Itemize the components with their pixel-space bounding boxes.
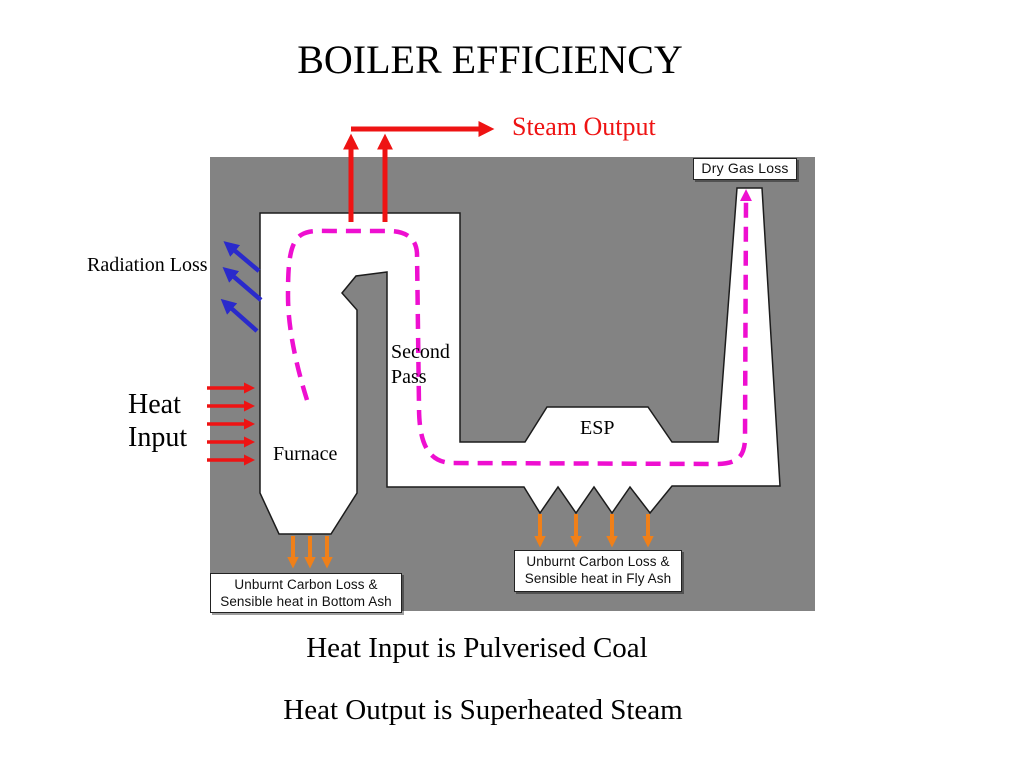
radiation-loss-label: Radiation Loss [87, 254, 208, 276]
second-pass-label-line2: Pass [391, 366, 427, 388]
second-pass-label-line1: Second [391, 341, 450, 363]
flue-gas-dashed-path [285, 189, 753, 467]
footer-heat-output-text: Heat Output is Superheated Steam [283, 694, 683, 726]
fly-ash-loss-line1: Unburnt Carbon Loss & [526, 554, 670, 569]
steam-output-arrows [342, 120, 495, 222]
slide-title: BOILER EFFICIENCY [297, 37, 683, 82]
furnace-label: Furnace [273, 443, 338, 465]
dry-gas-loss-label: Dry Gas Loss [701, 160, 789, 176]
radiation-arrow [222, 267, 263, 302]
heat-input-label: Heat Input [128, 388, 187, 454]
fly-ash-loss-line2: Sensible heat in Fly Ash [524, 571, 672, 586]
heat-input-label-line2: Input [128, 422, 188, 453]
radiation-arrow [223, 241, 261, 273]
bottom-ash-loss-box: Unburnt Carbon Loss & Sensible heat in B… [210, 573, 402, 613]
bottom-ash-loss-line2: Sensible heat in Bottom Ash [220, 594, 392, 609]
boiler-outline-shape [259, 187, 781, 535]
heat-input-label-line1: Heat [128, 389, 181, 420]
heat-input-arrows [207, 382, 256, 466]
fly-ash-arrows [534, 514, 654, 548]
footer-heat-input-text: Heat Input is Pulverised Coal [306, 632, 648, 664]
dry-gas-loss-box: Dry Gas Loss [693, 158, 797, 180]
steam-output-label: Steam Output [512, 112, 656, 141]
radiation-arrow [220, 298, 259, 333]
bottom-ash-arrows [287, 536, 333, 569]
radiation-loss-arrows [220, 241, 263, 333]
esp-label: ESP [580, 417, 615, 439]
bottom-ash-loss-line1: Unburnt Carbon Loss & [234, 577, 378, 592]
fly-ash-loss-box: Unburnt Carbon Loss & Sensible heat in F… [514, 550, 682, 592]
second-pass-label: Second Pass [391, 340, 450, 390]
